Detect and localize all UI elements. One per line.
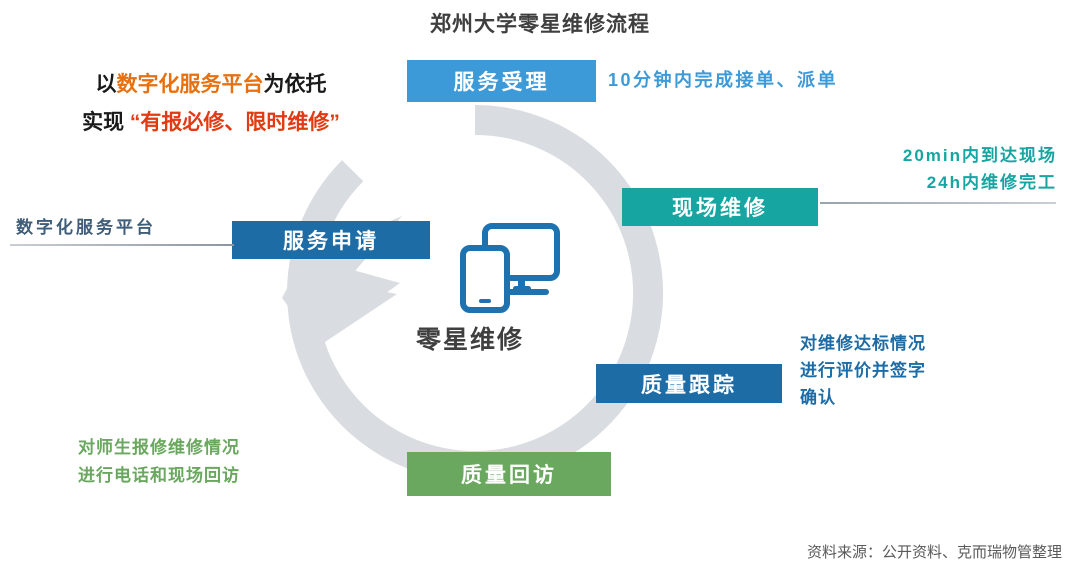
headline-line1-suffix: 为依托 <box>263 73 327 96</box>
headline-line1-highlight: 数字化服务平台 <box>116 73 264 96</box>
step-note-service-apply: 数字化服务平台 <box>16 218 156 237</box>
monitor-phone-icon <box>460 223 560 313</box>
headline-text: 以数字化服务平台为依托 实现 “有报必修、限时维修” <box>36 66 386 142</box>
step-box-service-accept[interactable]: 服务受理 <box>407 60 596 102</box>
onsite-connector-rule <box>820 202 1056 204</box>
step-note-track-line-2: 进行评价并签字 <box>800 361 926 380</box>
step-box-onsite-repair[interactable]: 现场维修 <box>622 188 818 226</box>
step-note-onsite-line-2: 24h内维修完工 <box>926 173 1057 192</box>
step-note-quality-revisit: 对师生报修维修情况 进行电话和现场回访 <box>78 434 240 490</box>
headline-line2-prefix: 实现 <box>82 111 125 134</box>
step-note-track-line-3: 确认 <box>800 388 836 407</box>
step-box-quality-track[interactable]: 质量跟踪 <box>596 364 782 403</box>
step-note-revisit-line-2: 进行电话和现场回访 <box>78 466 240 485</box>
center-label: 零星维修 <box>415 326 524 354</box>
step-note-onsite-repair: 20min内到达现场 24h内维修完工 <box>795 142 1057 196</box>
headline-line1-prefix: 以 <box>95 73 117 96</box>
headline-line2-highlight: “有报必修、限时维修” <box>129 111 340 134</box>
page-title: 郑州大学零星维修流程 <box>430 13 650 36</box>
step-note-onsite-line-1: 20min内到达现场 <box>902 146 1057 165</box>
headline-line-2: 实现 “有报必修、限时维修” <box>36 104 386 142</box>
step-note-service-accept: 10分钟内完成接单、派单 <box>608 70 839 90</box>
step-note-revisit-line-1: 对师生报修维修情况 <box>78 438 240 457</box>
step-note-quality-track: 对维修达标情况 进行评价并签字 确认 <box>800 330 926 411</box>
source-note: 资料来源：公开资料、克而瑞物管整理 <box>806 544 1062 561</box>
step-box-service-apply[interactable]: 服务申请 <box>232 221 430 259</box>
headline-line-1: 以数字化服务平台为依托 <box>36 66 386 104</box>
step-note-track-line-1: 对维修达标情况 <box>800 334 926 353</box>
step-box-quality-revisit[interactable]: 质量回访 <box>407 452 611 496</box>
platform-connector-rule <box>10 244 234 246</box>
